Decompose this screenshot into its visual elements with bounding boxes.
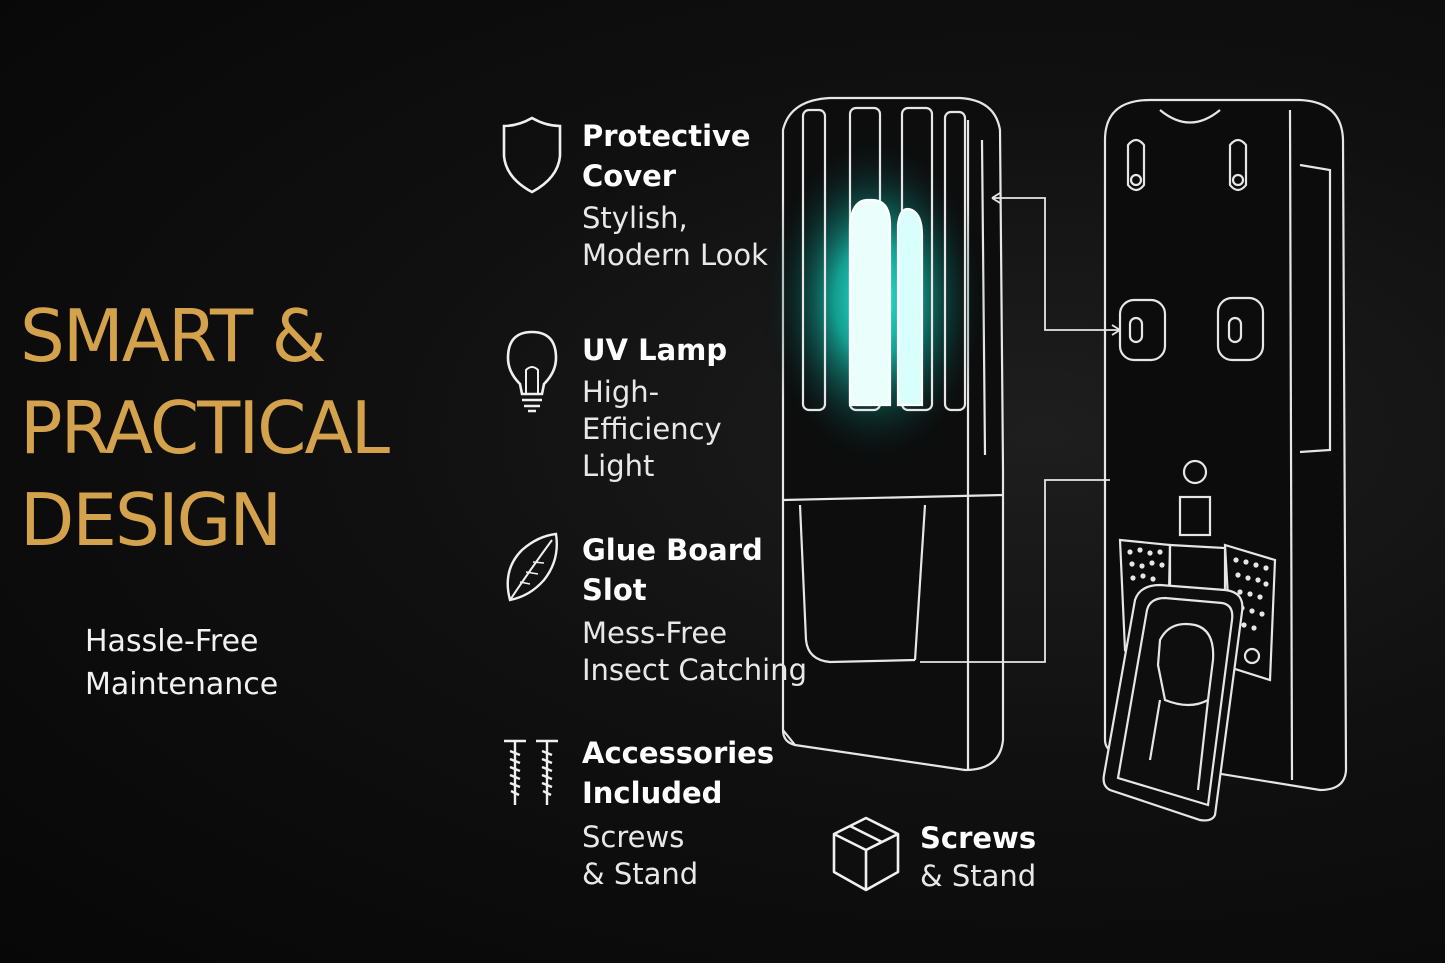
tagline-line-1: Hassle-Free — [85, 624, 259, 659]
tagline: Hassle-Free Maintenance — [85, 620, 278, 706]
headline-line-1: SMART & — [20, 294, 327, 378]
feature-description: High- Efficiency Light — [582, 375, 722, 483]
headline-line-2: PRACTICAL — [20, 386, 390, 470]
front-unit — [760, 96, 1005, 772]
shield-icon — [502, 116, 562, 194]
feature-description: Screws & Stand — [582, 820, 699, 891]
box-item-screws-stand: Screws & Stand — [830, 814, 1070, 904]
feature-title: Protective Cover — [582, 119, 751, 193]
feature-title: Accessories Included — [582, 736, 775, 810]
screws-icon — [504, 739, 558, 805]
headline: SMART & PRACTICAL DESIGN — [20, 290, 390, 566]
headline-line-3: DESIGN — [20, 478, 282, 562]
box-item-title: Screws — [920, 821, 1037, 855]
light-bulb-icon — [506, 330, 558, 413]
feature-description: Stylish, Modern Look — [582, 201, 768, 272]
leaf-icon — [506, 532, 558, 602]
box-icon — [832, 816, 900, 892]
tagline-line-2: Maintenance — [85, 667, 279, 702]
feature-title: Glue Board Slot — [582, 533, 763, 607]
feature-title: UV Lamp — [582, 333, 728, 367]
box-item-description: & Stand — [920, 859, 1037, 893]
feature-description: Mess-Free Insect Catching — [582, 616, 807, 687]
back-unit — [1102, 98, 1348, 822]
callout-lines — [920, 192, 1121, 663]
